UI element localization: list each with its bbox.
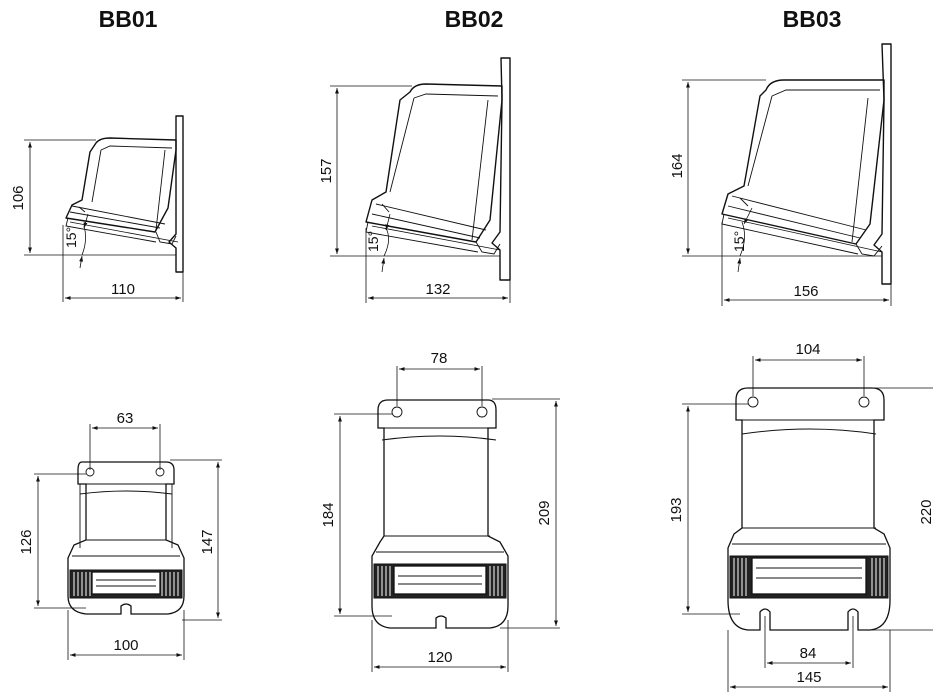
bb02-side-height-label: 157 <box>318 158 335 183</box>
model-title-bb02: BB02 <box>445 6 504 32</box>
bb01-side-height-label: 106 <box>10 185 27 210</box>
bb01-side-view: 15° 106 110 <box>10 115 184 302</box>
bb02-side-width-label: 132 <box>425 281 450 298</box>
bb02-hole-spacing-label: 78 <box>431 350 448 367</box>
bb02-side-view: 15° 157 132 <box>318 57 511 303</box>
bb03-hole-spacing-label: 104 <box>795 341 820 358</box>
bb03-front-view: 104 193 220 84 145 <box>668 341 933 692</box>
bb03-inner-height-label: 193 <box>668 497 685 522</box>
bb03-side-height-label: 164 <box>669 153 686 178</box>
bb01-hole-spacing-label: 63 <box>117 410 134 427</box>
bb01-side-width-label: 110 <box>111 281 135 298</box>
bb01-front-width-label: 100 <box>113 637 138 654</box>
bb02-angle-label: 15° <box>365 231 381 252</box>
bb03-side-width-label: 156 <box>793 283 818 300</box>
bb01-angle-label: 15° <box>63 227 79 248</box>
bb03-slot-spacing-label: 84 <box>800 645 817 662</box>
bb01-front-view: 63 126 147 100 <box>18 410 222 660</box>
model-title-bb01: BB01 <box>99 6 158 32</box>
bb03-side-view: 15° 164 156 <box>669 43 892 306</box>
bb01-inner-height-label: 126 <box>18 529 35 554</box>
bb02-total-height-label: 209 <box>536 500 553 525</box>
bb01-total-height-label: 147 <box>199 529 216 554</box>
model-title-bb03: BB03 <box>783 6 842 32</box>
bb03-total-height-label: 220 <box>918 499 933 524</box>
bb02-front-view: 78 184 209 120 <box>320 350 560 672</box>
bb02-front-width-label: 120 <box>427 649 452 666</box>
bb02-inner-height-label: 184 <box>320 502 337 527</box>
bb03-angle-label: 15° <box>731 231 747 252</box>
bb03-front-width-label: 145 <box>796 669 821 686</box>
